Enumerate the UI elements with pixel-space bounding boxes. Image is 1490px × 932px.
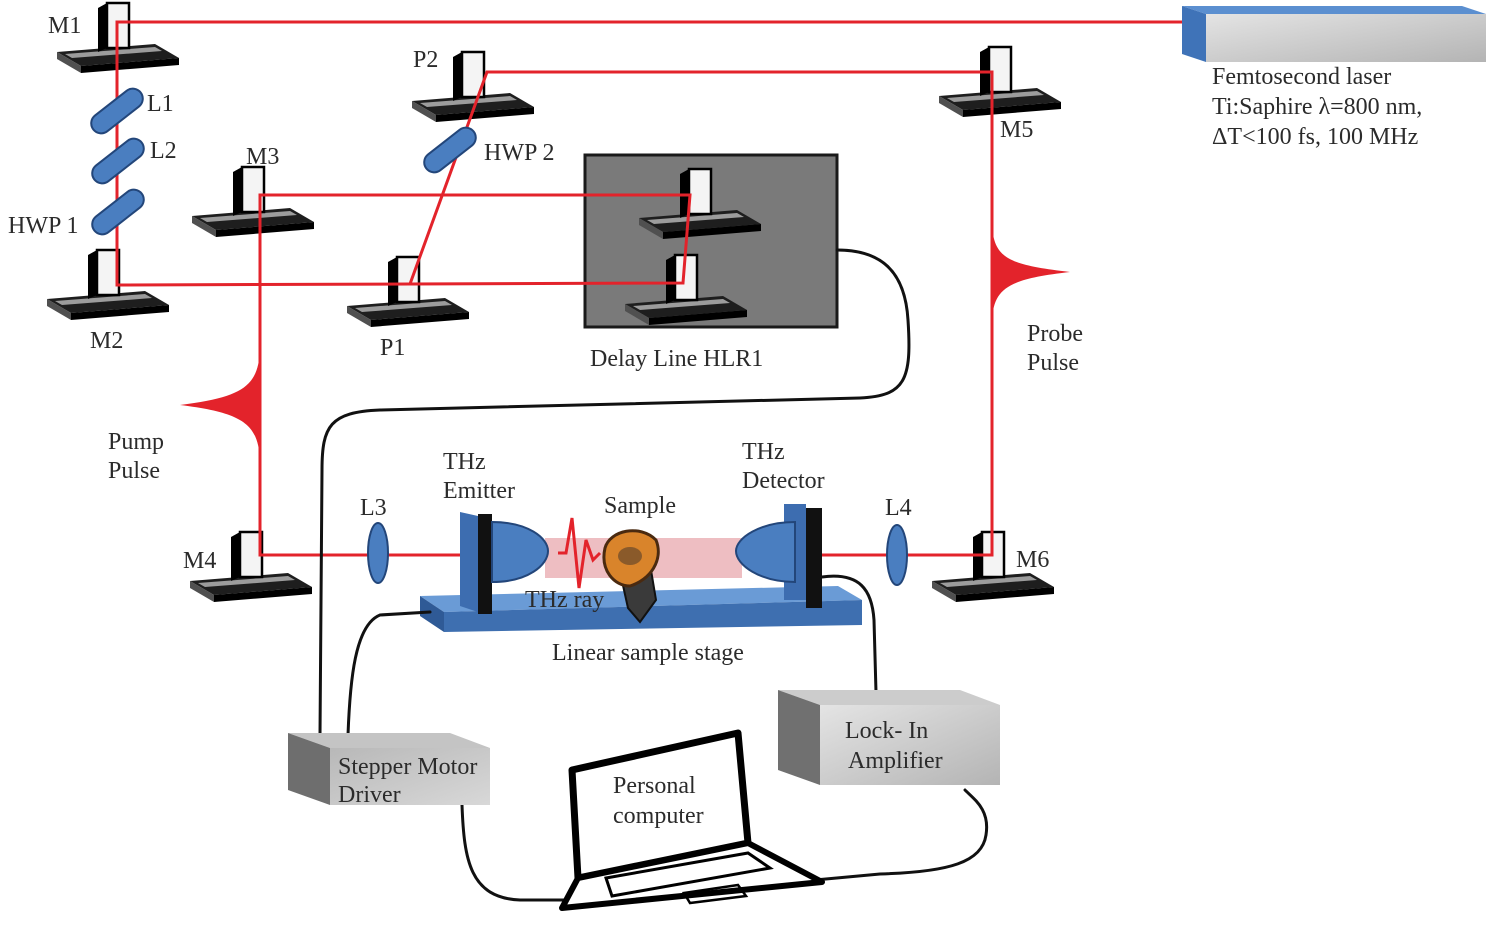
cable-delay-to-stepper xyxy=(318,248,911,737)
laser-label-line-2: Ti:Saphire λ=800 nm, xyxy=(1212,94,1422,120)
sample-label: Sample xyxy=(604,493,676,519)
waveplate-hwp1 xyxy=(91,188,145,236)
l4-label: L4 xyxy=(885,495,912,521)
laser-top-face xyxy=(1182,6,1486,14)
lockin-side-face xyxy=(778,690,820,785)
emitter-lens-dome xyxy=(491,520,550,584)
lens-l2 xyxy=(91,137,145,185)
splitter-p1 xyxy=(345,255,471,329)
thz-detector-label-line-1: THz xyxy=(742,439,785,465)
laptop-touchpad xyxy=(681,883,749,905)
stepper-side-face xyxy=(288,733,330,805)
lock-in-label-line-2: Amplifier xyxy=(848,748,943,774)
m3-label: M3 xyxy=(246,144,279,170)
personal-computer xyxy=(559,729,825,911)
m5-label: M5 xyxy=(1000,117,1033,143)
stage-label: Linear sample stage xyxy=(552,640,744,666)
stepper-label-line-1: Stepper Motor xyxy=(338,754,477,780)
stage-side-face xyxy=(420,596,444,632)
laser-label-line-1: Femtosecond laser xyxy=(1212,64,1391,90)
mirror-m5 xyxy=(937,45,1063,119)
lockin-front-face xyxy=(820,705,1000,785)
laser-side-face xyxy=(1182,6,1206,62)
emitter-body xyxy=(478,514,492,614)
stepper-front-face xyxy=(330,748,490,805)
thz-detector xyxy=(734,504,822,608)
m1-label: M1 xyxy=(48,13,81,39)
stepper-motor-driver xyxy=(288,733,490,805)
detector-lens-dome xyxy=(734,520,796,584)
sample-spot xyxy=(618,547,642,565)
hwp2-label: HWP 2 xyxy=(484,140,554,166)
probe-pulse-label-line-2: Pulse xyxy=(1027,350,1079,376)
cable-stepper-to-computer xyxy=(460,803,577,902)
lens-l4 xyxy=(886,524,908,586)
pump-beam xyxy=(258,193,692,557)
probe-pulse-shape xyxy=(992,225,1070,320)
cable-stepper-to-stage xyxy=(346,610,432,737)
laser-label-line-3: ΔT<100 fs, 100 MHz xyxy=(1212,124,1418,150)
thz-emitter xyxy=(460,512,550,614)
pump-pulse-label-line-2: Pulse xyxy=(108,458,160,484)
laptop-keyboard xyxy=(604,851,774,898)
computer-label-line-1: Personal xyxy=(613,773,696,799)
emitter-blue-panel xyxy=(460,512,478,612)
l2-label: L2 xyxy=(150,138,177,164)
cable-lockin-to-computer xyxy=(813,788,989,882)
thz-ray-label: THz ray xyxy=(525,587,604,613)
m2-label: M2 xyxy=(90,328,123,354)
p2-label: P2 xyxy=(413,47,438,73)
femtosecond-laser xyxy=(1182,6,1486,62)
waveplate-hwp2 xyxy=(423,126,477,174)
cable-detector-to-lockin xyxy=(820,574,878,694)
thz-emitter-label-line-1: THz xyxy=(443,449,486,475)
stepper-top-face xyxy=(288,733,490,748)
mirror-m3 xyxy=(190,165,316,239)
m6-label: M6 xyxy=(1016,547,1049,573)
p1-label: P1 xyxy=(380,335,405,361)
thz-emitter-label-line-2: Emitter xyxy=(443,478,515,504)
l1-label: L1 xyxy=(147,91,174,117)
stage-front-face xyxy=(444,600,862,632)
stepper-label-line-2: Driver xyxy=(338,782,401,808)
sample-holder xyxy=(602,529,660,624)
lens-l1 xyxy=(90,87,144,135)
pump-pulse-label-line-1: Pump xyxy=(108,429,164,455)
thz-detector-label-line-2: Detector xyxy=(742,468,825,494)
lockin-top-face xyxy=(778,690,1000,705)
lens-l3 xyxy=(367,522,389,584)
thz-ray-waveform xyxy=(558,517,602,589)
l3-label: L3 xyxy=(360,495,387,521)
pump-pulse-shape xyxy=(180,350,260,460)
detector-body xyxy=(806,508,822,608)
probe-pulse-label-line-1: Probe xyxy=(1027,321,1083,347)
m4-label: M4 xyxy=(183,548,216,574)
delay-line-label: Delay Line HLR1 xyxy=(590,346,763,372)
laser-front-face xyxy=(1206,14,1486,62)
lock-in-amplifier xyxy=(778,690,1000,785)
computer-label-line-2: computer xyxy=(613,803,704,829)
lock-in-label-line-1: Lock- In xyxy=(845,718,928,744)
hwp1-label: HWP 1 xyxy=(8,213,78,239)
